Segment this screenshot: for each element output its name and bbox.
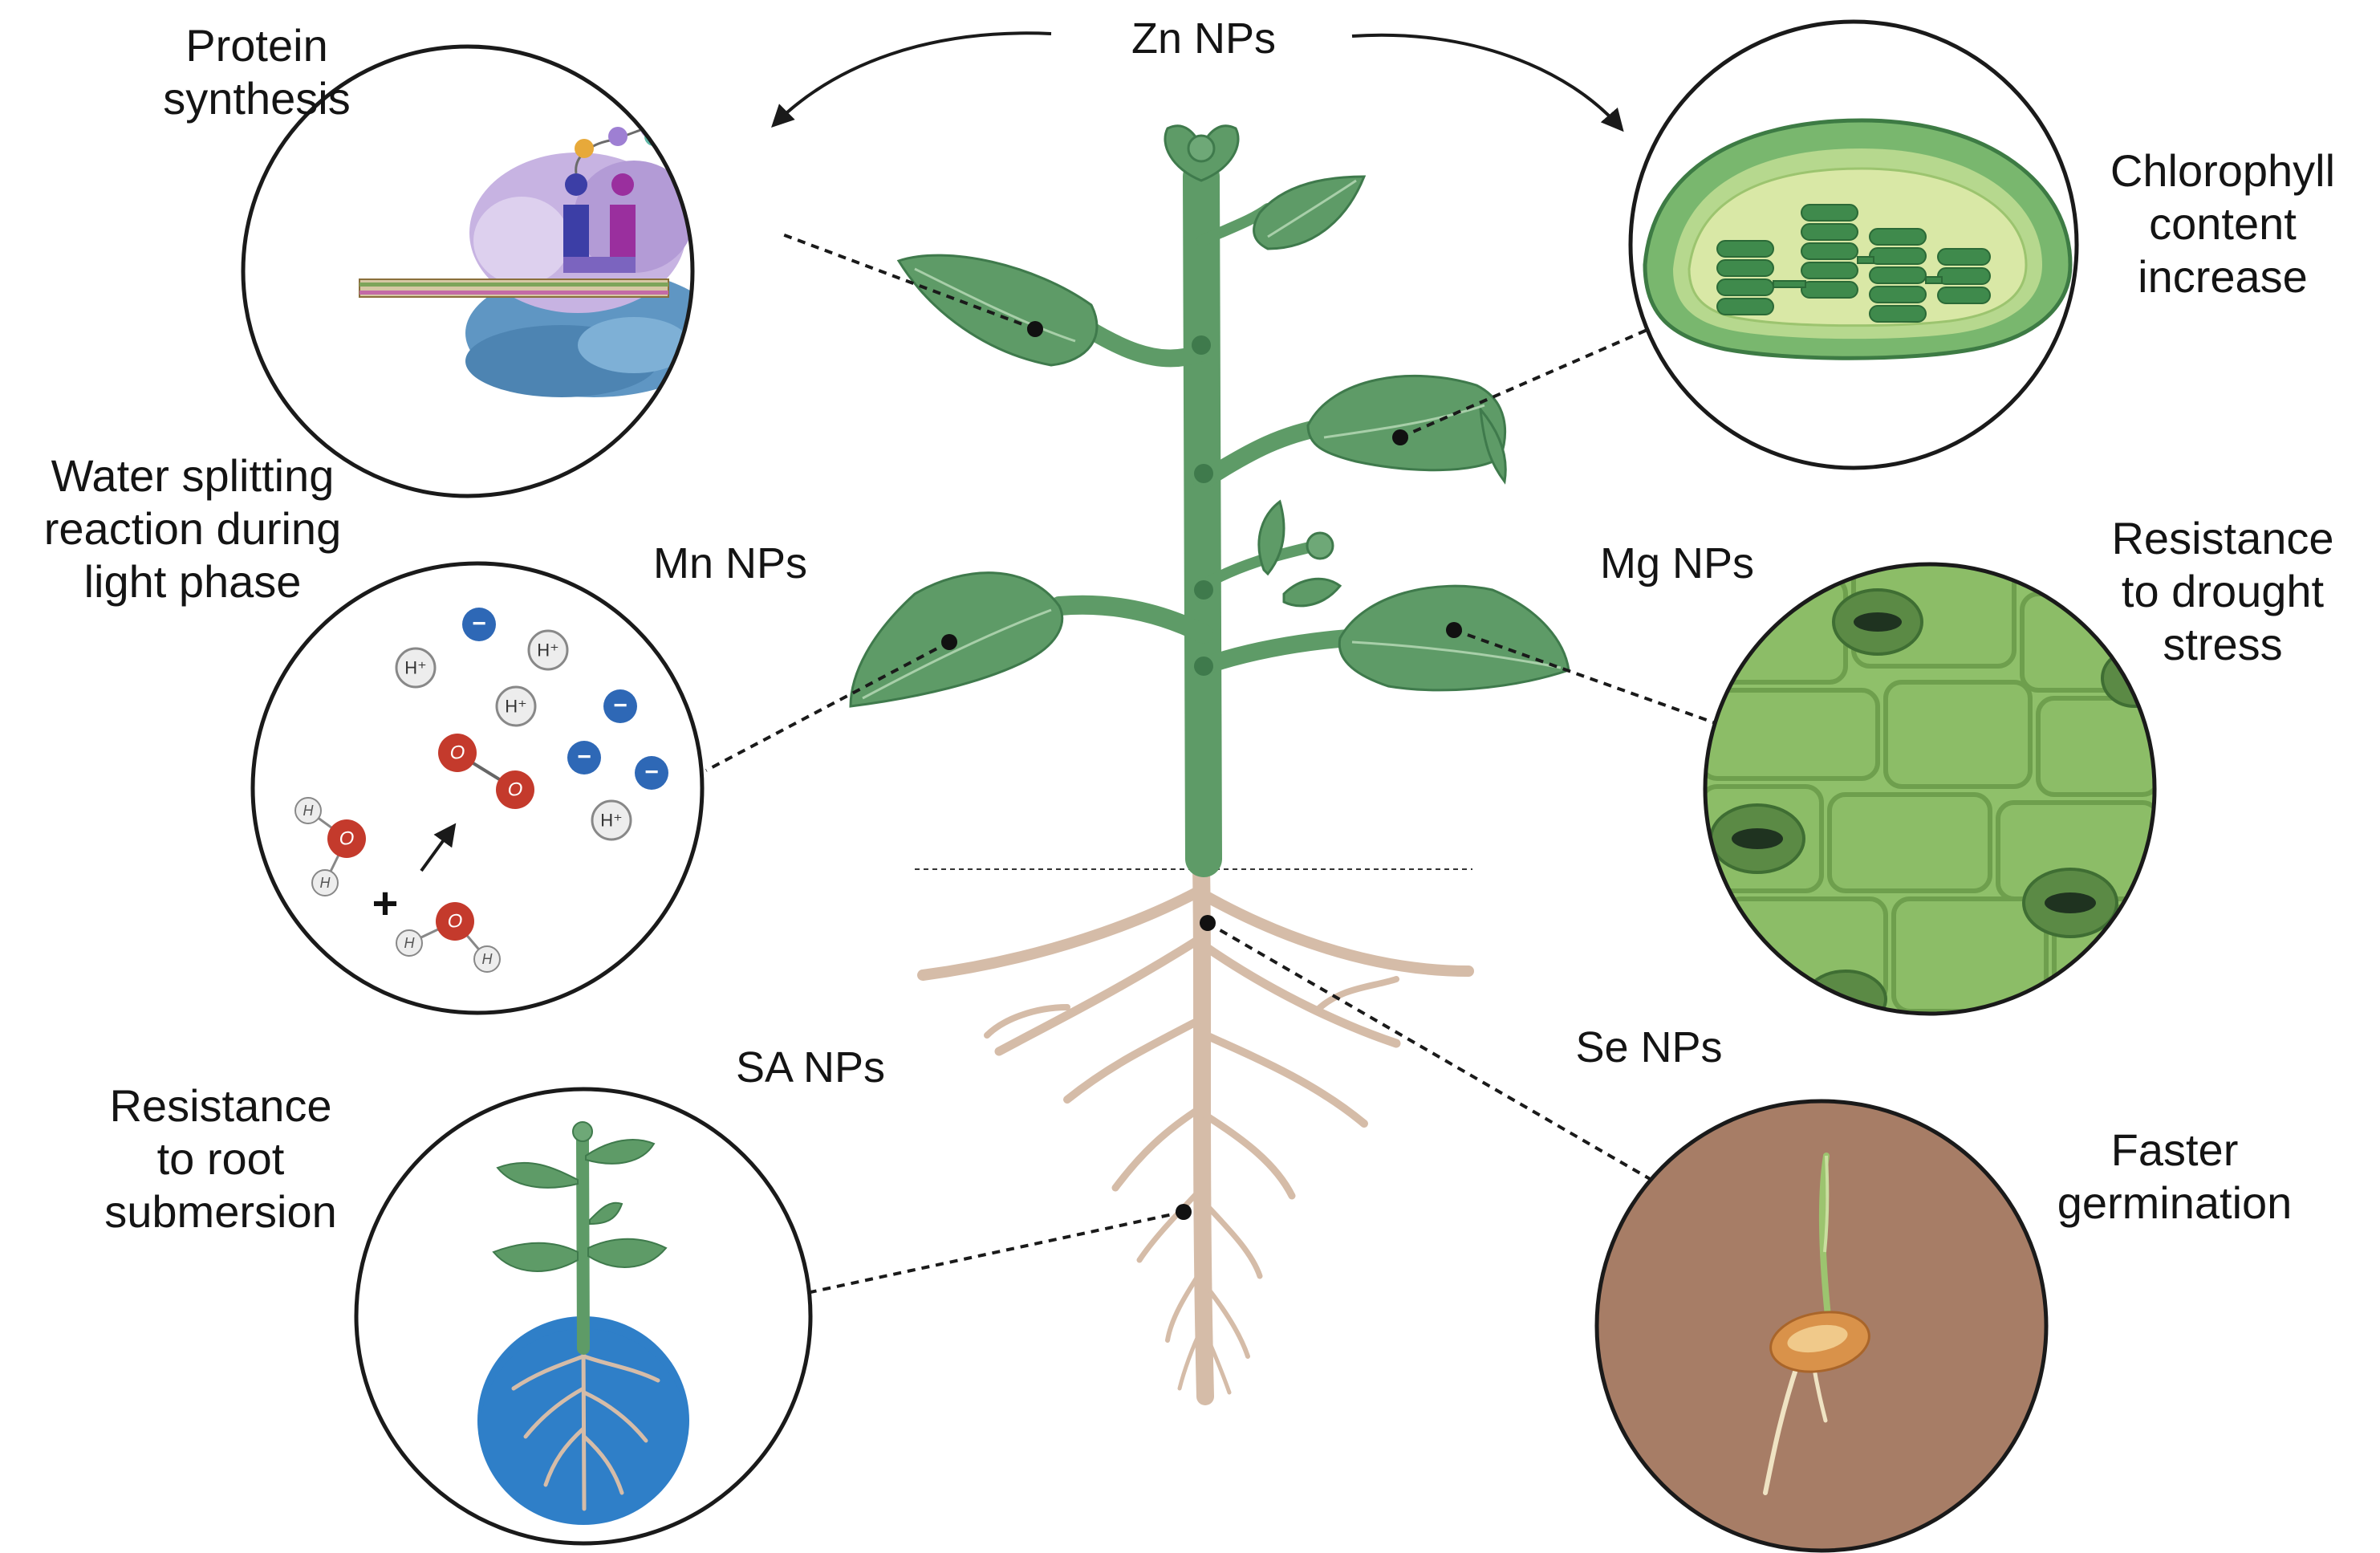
water-molecule-2: H H O bbox=[396, 902, 501, 973]
label-line: increase bbox=[2138, 251, 2308, 302]
label-line: content bbox=[2149, 198, 2297, 249]
proton-glyph: H⁺ bbox=[600, 811, 623, 831]
zn-nps-label: Zn NPs bbox=[1131, 14, 1277, 63]
label-drought: Resistance to drought stress bbox=[2086, 512, 2359, 671]
label-line: germination bbox=[2057, 1177, 2293, 1228]
mg-nps-label: Mg NPs bbox=[1599, 539, 1755, 587]
plant-leaves bbox=[849, 124, 1570, 708]
zn-arrow-left bbox=[771, 31, 1052, 128]
hydrogen-glyph: H bbox=[404, 935, 416, 951]
water-splitting-illustration bbox=[253, 563, 702, 1013]
electron-glyph: − bbox=[613, 693, 627, 719]
label-line: synthesis bbox=[163, 73, 351, 124]
label-water-splitting: Water splitting reaction during light ph… bbox=[16, 449, 369, 608]
oxygen-glyph: O bbox=[450, 742, 465, 764]
oxygen-glyph: O bbox=[339, 828, 355, 850]
sa-nps-label: SA NPs bbox=[735, 1043, 886, 1092]
submersion-illustration bbox=[356, 1089, 810, 1543]
plant-roots bbox=[917, 858, 1474, 1405]
water-molecule-1: H H O bbox=[294, 797, 366, 896]
label-line: stress bbox=[2163, 619, 2283, 669]
label-line: Chlorophyll bbox=[2110, 145, 2336, 196]
mn-nps-label: Mn NPs bbox=[652, 539, 808, 587]
electron-2: − bbox=[603, 689, 637, 723]
germination-illustration bbox=[1597, 1101, 2046, 1551]
label-line: submersion bbox=[104, 1186, 337, 1237]
circle-germination bbox=[1594, 1099, 2049, 1553]
se-nps-label: Se NPs bbox=[1575, 1023, 1723, 1071]
label-protein-synthesis: Protein synthesis bbox=[112, 19, 401, 125]
oxygen-glyph: O bbox=[508, 779, 523, 801]
label-chlorophyll: Chlorophyll content increase bbox=[2086, 144, 2359, 303]
electron-glyph: − bbox=[577, 744, 591, 770]
plus-glyph: + bbox=[372, 878, 399, 929]
electron-3: − bbox=[567, 741, 601, 774]
oxygen-molecule: O O bbox=[438, 734, 534, 809]
electron-4: − bbox=[635, 756, 668, 790]
label-line: to drought bbox=[2121, 566, 2325, 616]
proton-4: H⁺ bbox=[591, 799, 632, 841]
proton-glyph: H⁺ bbox=[404, 658, 427, 678]
proton-3: H⁺ bbox=[495, 685, 537, 727]
electron-1: − bbox=[462, 608, 496, 641]
electron-glyph: − bbox=[472, 611, 486, 637]
proton-glyph: H⁺ bbox=[537, 640, 559, 661]
label-line: Protein bbox=[185, 20, 328, 71]
circle-water-splitting bbox=[250, 561, 705, 1015]
label-line: to root bbox=[156, 1133, 285, 1184]
label-line: Resistance bbox=[109, 1080, 332, 1131]
circle-drought bbox=[1703, 562, 2157, 1016]
label-line: Water splitting bbox=[51, 450, 335, 501]
circle-protein-synthesis bbox=[241, 44, 695, 498]
label-line: light phase bbox=[83, 556, 302, 607]
chloroplast-illustration bbox=[1631, 22, 2077, 468]
connector-dots bbox=[941, 321, 1462, 1220]
ribosome-illustration bbox=[243, 47, 692, 496]
circle-root-submersion bbox=[354, 1087, 813, 1546]
hydrogen-glyph: H bbox=[303, 803, 315, 819]
oxygen-glyph: O bbox=[448, 911, 463, 933]
label-line: reaction during bbox=[43, 503, 342, 554]
electron-glyph: − bbox=[644, 759, 659, 786]
proton-2: H⁺ bbox=[527, 629, 569, 671]
zn-arrow-right bbox=[1351, 33, 1624, 132]
hydrogen-glyph: H bbox=[482, 951, 493, 967]
label-line: Faster bbox=[2110, 1124, 2239, 1175]
reaction-arrow bbox=[420, 823, 457, 872]
connector-lines bbox=[705, 233, 1714, 1294]
circle-chlorophyll bbox=[1628, 19, 2079, 470]
proton-glyph: H⁺ bbox=[505, 697, 527, 717]
label-germination: Faster germination bbox=[2038, 1124, 2311, 1230]
label-line: Resistance bbox=[2111, 513, 2334, 563]
label-root-submersion: Resistance to root submersion bbox=[72, 1079, 369, 1238]
hydrogen-glyph: H bbox=[320, 875, 331, 891]
proton-1: H⁺ bbox=[395, 647, 437, 689]
